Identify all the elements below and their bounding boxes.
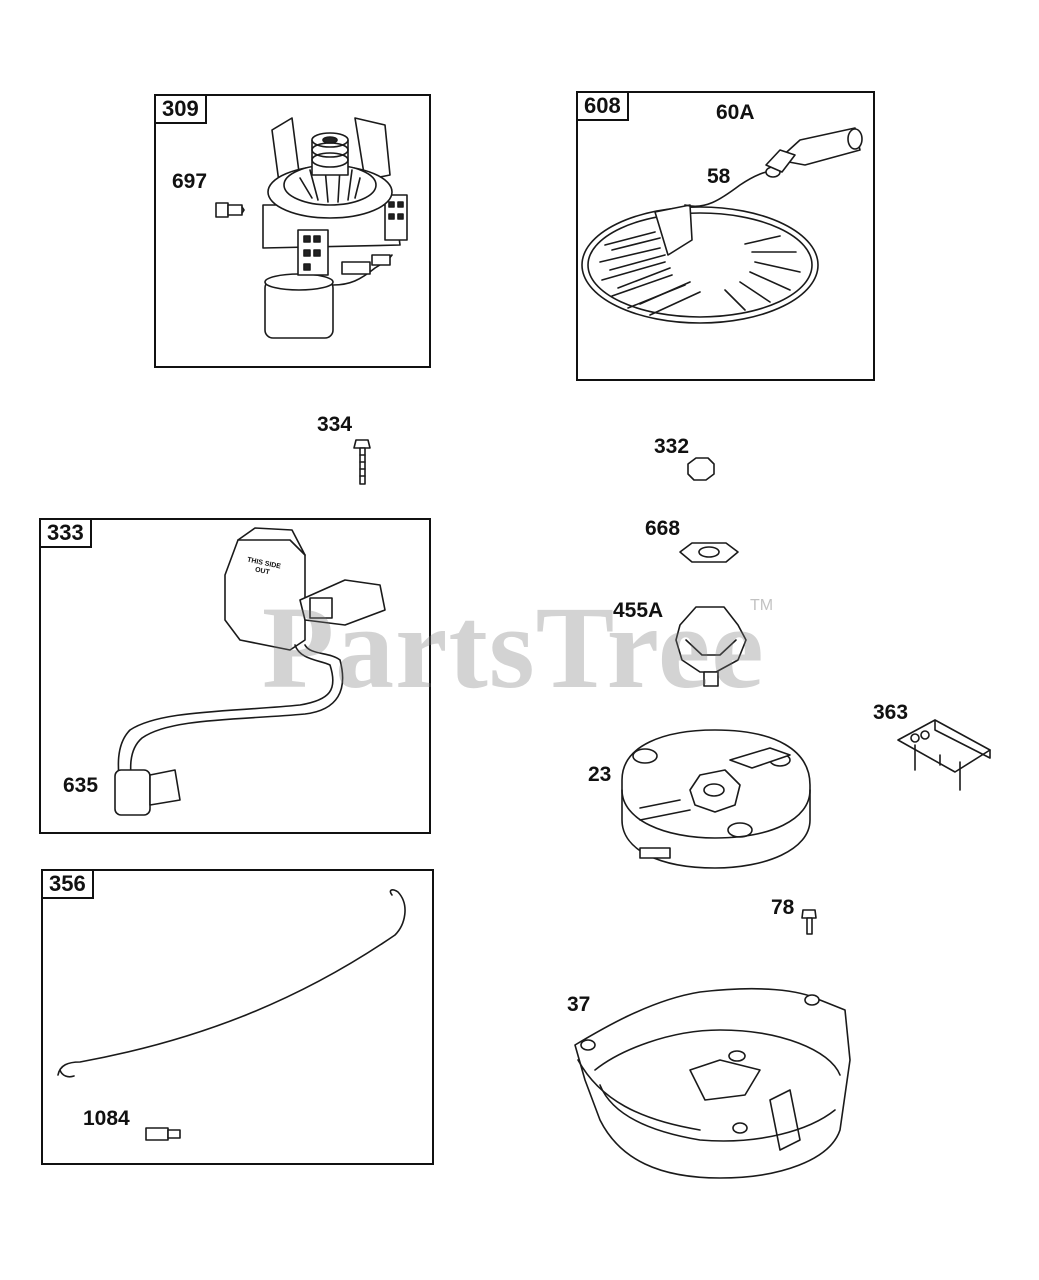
nut-332-drawing bbox=[688, 458, 714, 480]
bolt-334-drawing bbox=[354, 440, 370, 484]
group-number-608[interactable]: 608 bbox=[576, 91, 629, 121]
bracket-363-drawing bbox=[898, 720, 990, 790]
group-box-333: 333 bbox=[39, 518, 431, 834]
group-box-608: 608 bbox=[576, 91, 875, 381]
ignition-coil-333-drawing bbox=[115, 528, 385, 815]
flywheel-23-drawing bbox=[622, 730, 810, 868]
ground-wire-356-drawing bbox=[58, 890, 405, 1140]
starter-motor-drawing bbox=[216, 118, 407, 338]
group-number-309[interactable]: 309 bbox=[154, 94, 207, 124]
callout-697[interactable]: 697 bbox=[172, 170, 208, 193]
callout-332[interactable]: 332 bbox=[654, 435, 690, 458]
callout-668[interactable]: 668 bbox=[645, 517, 681, 540]
callout-334[interactable]: 334 bbox=[317, 413, 353, 436]
group-number-356[interactable]: 356 bbox=[41, 869, 94, 899]
clutch-455A-drawing bbox=[676, 607, 746, 686]
screw-78-drawing bbox=[802, 910, 816, 934]
group-number-333[interactable]: 333 bbox=[39, 518, 92, 548]
washer-668-drawing bbox=[680, 543, 738, 562]
callout-363[interactable]: 363 bbox=[873, 701, 909, 724]
callout-635[interactable]: 635 bbox=[63, 774, 99, 797]
callout-37[interactable]: 37 bbox=[567, 993, 591, 1016]
watermark-trademark: TM bbox=[750, 597, 774, 614]
callout-455A[interactable]: 455A bbox=[613, 599, 664, 622]
callout-78[interactable]: 78 bbox=[771, 896, 795, 919]
recoil-starter-drawing bbox=[582, 128, 862, 323]
group-box-356: 356 bbox=[41, 869, 434, 1165]
group-box-309: 309 bbox=[154, 94, 431, 368]
callout-60A[interactable]: 60A bbox=[716, 101, 755, 124]
callout-1084[interactable]: 1084 bbox=[83, 1107, 130, 1130]
blower-housing-37-drawing bbox=[575, 989, 850, 1178]
callout-58[interactable]: 58 bbox=[707, 165, 731, 188]
callout-23[interactable]: 23 bbox=[588, 763, 612, 786]
